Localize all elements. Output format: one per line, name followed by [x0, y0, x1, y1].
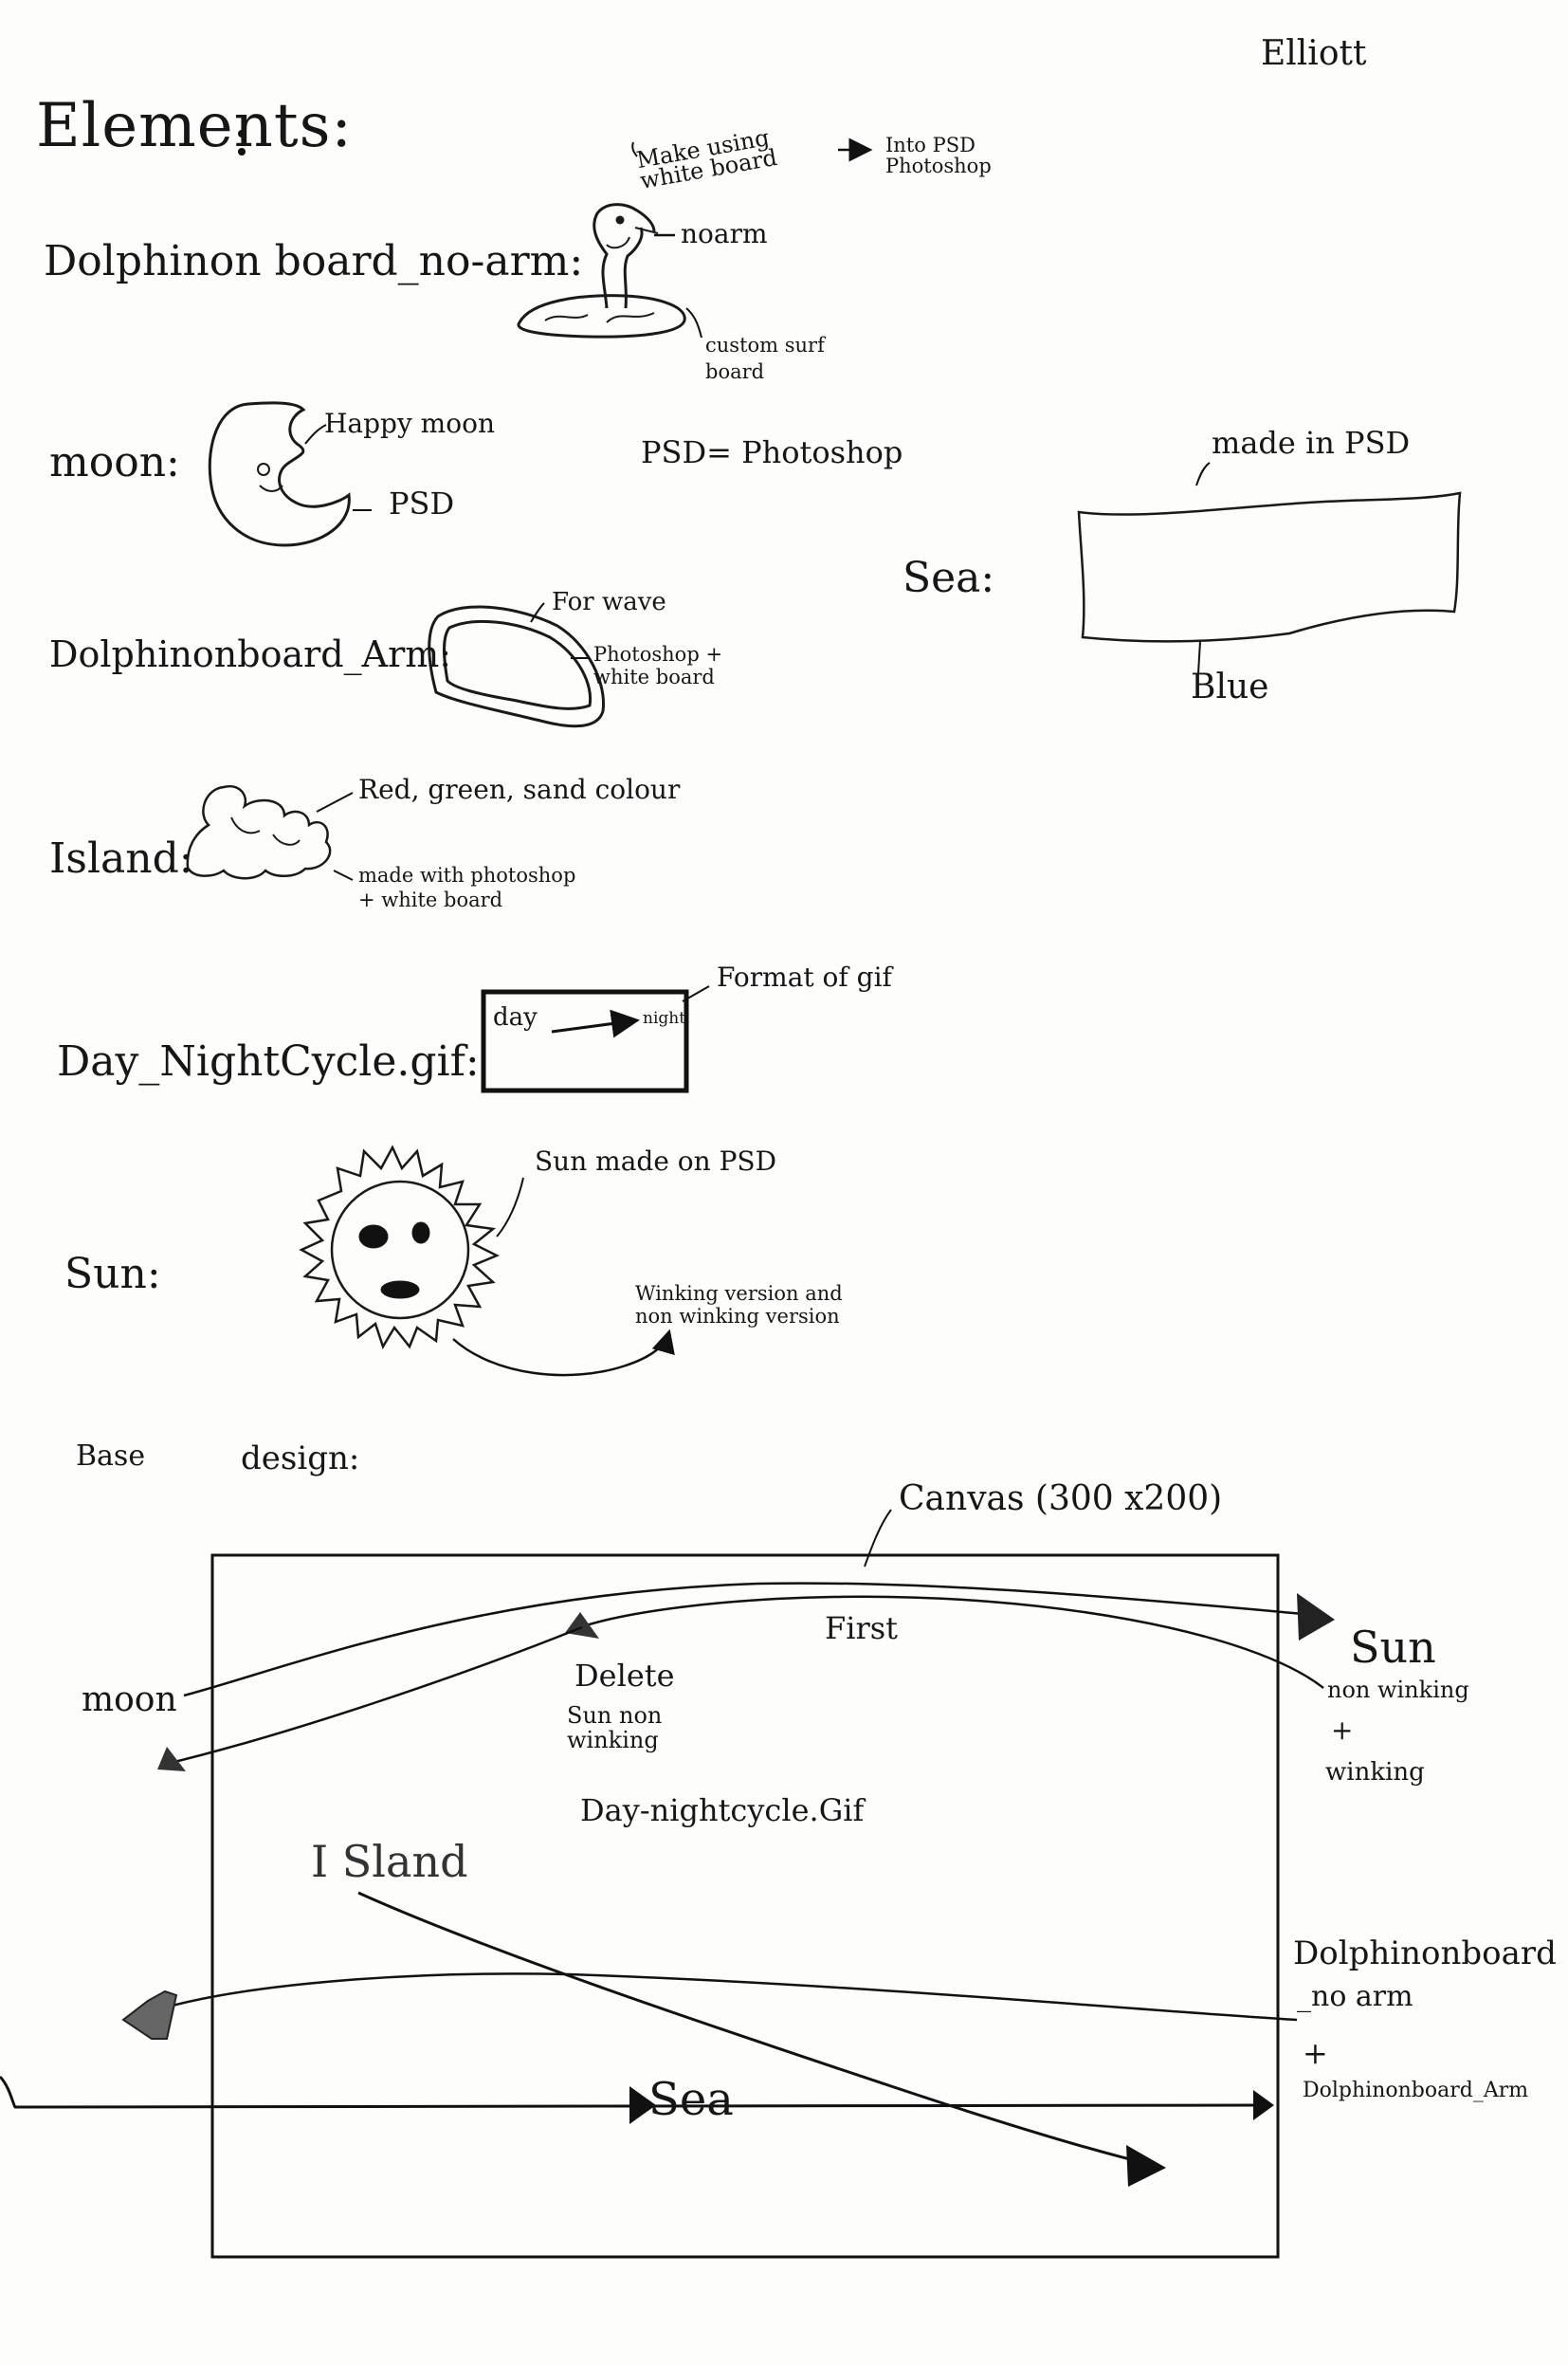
sea-sketch — [1079, 493, 1460, 641]
sun-label: Sun: — [64, 1250, 161, 1298]
happy-moon-note: Happy moon — [324, 408, 495, 439]
moon-arrowhead — [157, 1747, 186, 1771]
day-to-night-arrow — [552, 1009, 640, 1038]
happy-moon-pointer — [305, 425, 326, 444]
custom-board-note: custom surf board — [705, 334, 825, 383]
dolphin-no-arm-label: Dolphinon board_no-arm: — [44, 237, 584, 285]
format-pointer — [683, 986, 709, 1001]
for-wave-note: For wave — [552, 588, 666, 616]
sea-mid-arrowhead — [629, 2086, 656, 2124]
sun-arrowhead — [1297, 1593, 1335, 1641]
dolphin-arrowhead — [123, 1991, 176, 2039]
island-made-pointer — [334, 871, 353, 880]
sun-versions-note: Winking version and non winking version — [635, 1282, 843, 1328]
base-sun-sub2: + — [1331, 1714, 1354, 1746]
sea-made-pointer — [1196, 463, 1210, 486]
day-night-box-night: night — [643, 1009, 686, 1028]
moon-psd-note: PSD — [389, 486, 455, 522]
sea-label: Sea: — [903, 554, 995, 602]
sea-end-arrowhead — [1253, 2090, 1274, 2120]
base-day-night-label: Day-nightcycle.Gif — [580, 1792, 865, 1828]
to-moon-arc — [167, 1627, 582, 1764]
delete-label: Delete — [574, 1658, 675, 1694]
moon-sketch — [210, 403, 349, 545]
island-arrowhead — [1126, 2145, 1166, 2187]
base-moon-label: moon — [82, 1680, 177, 1719]
island-sketch — [188, 786, 330, 878]
moon-to-sun-arc — [184, 1584, 1325, 1696]
psd-definition: PSD= Photoshop — [641, 434, 903, 470]
base-sun-label: Sun — [1350, 1622, 1436, 1673]
sea-blue-note: Blue — [1191, 668, 1269, 706]
day-night-label: Day_NightCycle.gif: — [57, 1037, 480, 1086]
delete-sub-label: Sun non winking — [567, 1702, 663, 1753]
base-dolphin-4: Dolphinonboard_Arm — [1303, 2079, 1529, 2102]
first-label: First — [825, 1610, 899, 1646]
dolphin-line — [169, 1973, 1297, 2020]
into-psd-note: Into PSD Photoshop — [885, 134, 992, 177]
sun-made-note: Sun made on PSD — [535, 1146, 777, 1177]
base-island-label: I Sland — [311, 1836, 468, 1887]
sea-blue-pointer — [1198, 641, 1200, 673]
noarm-note: noarm — [681, 218, 768, 249]
base-sea-label: Sea — [648, 2073, 734, 2126]
sun-to-delete-arc — [580, 1597, 1323, 1688]
sea-line — [0, 2077, 1267, 2107]
dolphin-arm-label: Dolphinonboard_Arm: — [49, 633, 452, 675]
format-of-gif-note: Format of gif — [717, 962, 892, 993]
sun-versions-arrow — [453, 1329, 675, 1375]
make-pointer — [632, 142, 637, 156]
island-diagonal — [358, 1893, 1157, 2166]
base-heading-a: Base — [76, 1439, 146, 1473]
delete-arrowhead — [565, 1612, 599, 1639]
colon-dots — [238, 130, 246, 156]
base-canvas-rect — [212, 1555, 1278, 2257]
moon-label: moon: — [49, 438, 180, 486]
island-colours-note: Red, green, sand colour — [358, 774, 681, 805]
base-sun-sub1: non winking — [1327, 1677, 1469, 1703]
day-night-box-day: day — [493, 1003, 538, 1032]
sea-made-note: made in PSD — [1212, 425, 1411, 461]
base-dolphin-2: _no arm — [1297, 1980, 1413, 2013]
canvas-pointer — [865, 1510, 891, 1567]
wave-pointer — [531, 603, 544, 622]
dolphin-arm-sketch — [429, 607, 604, 726]
author-name: Elliott — [1261, 34, 1367, 73]
base-sun-sub3: winking — [1325, 1758, 1425, 1787]
arm-tools-note: Photoshop + white board — [593, 643, 723, 688]
dolphin-no-arm-sketch — [519, 205, 684, 338]
sun-made-pointer — [497, 1178, 523, 1237]
day-night-box — [483, 992, 686, 1091]
base-dolphin-3: + — [1303, 2035, 1328, 2071]
base-dolphin-1: Dolphinonboard — [1293, 1934, 1557, 1972]
base-heading-b: design: — [241, 1439, 360, 1477]
island-made-note: made with photoshop + white board — [358, 864, 576, 911]
island-colour-pointer — [317, 793, 353, 812]
island-label: Island: — [49, 834, 193, 883]
elements-heading: Elements: — [36, 91, 353, 161]
canvas-label: Canvas (300 x200) — [899, 1479, 1223, 1518]
sun-sketch — [301, 1147, 497, 1347]
custom-pointer — [686, 308, 702, 338]
